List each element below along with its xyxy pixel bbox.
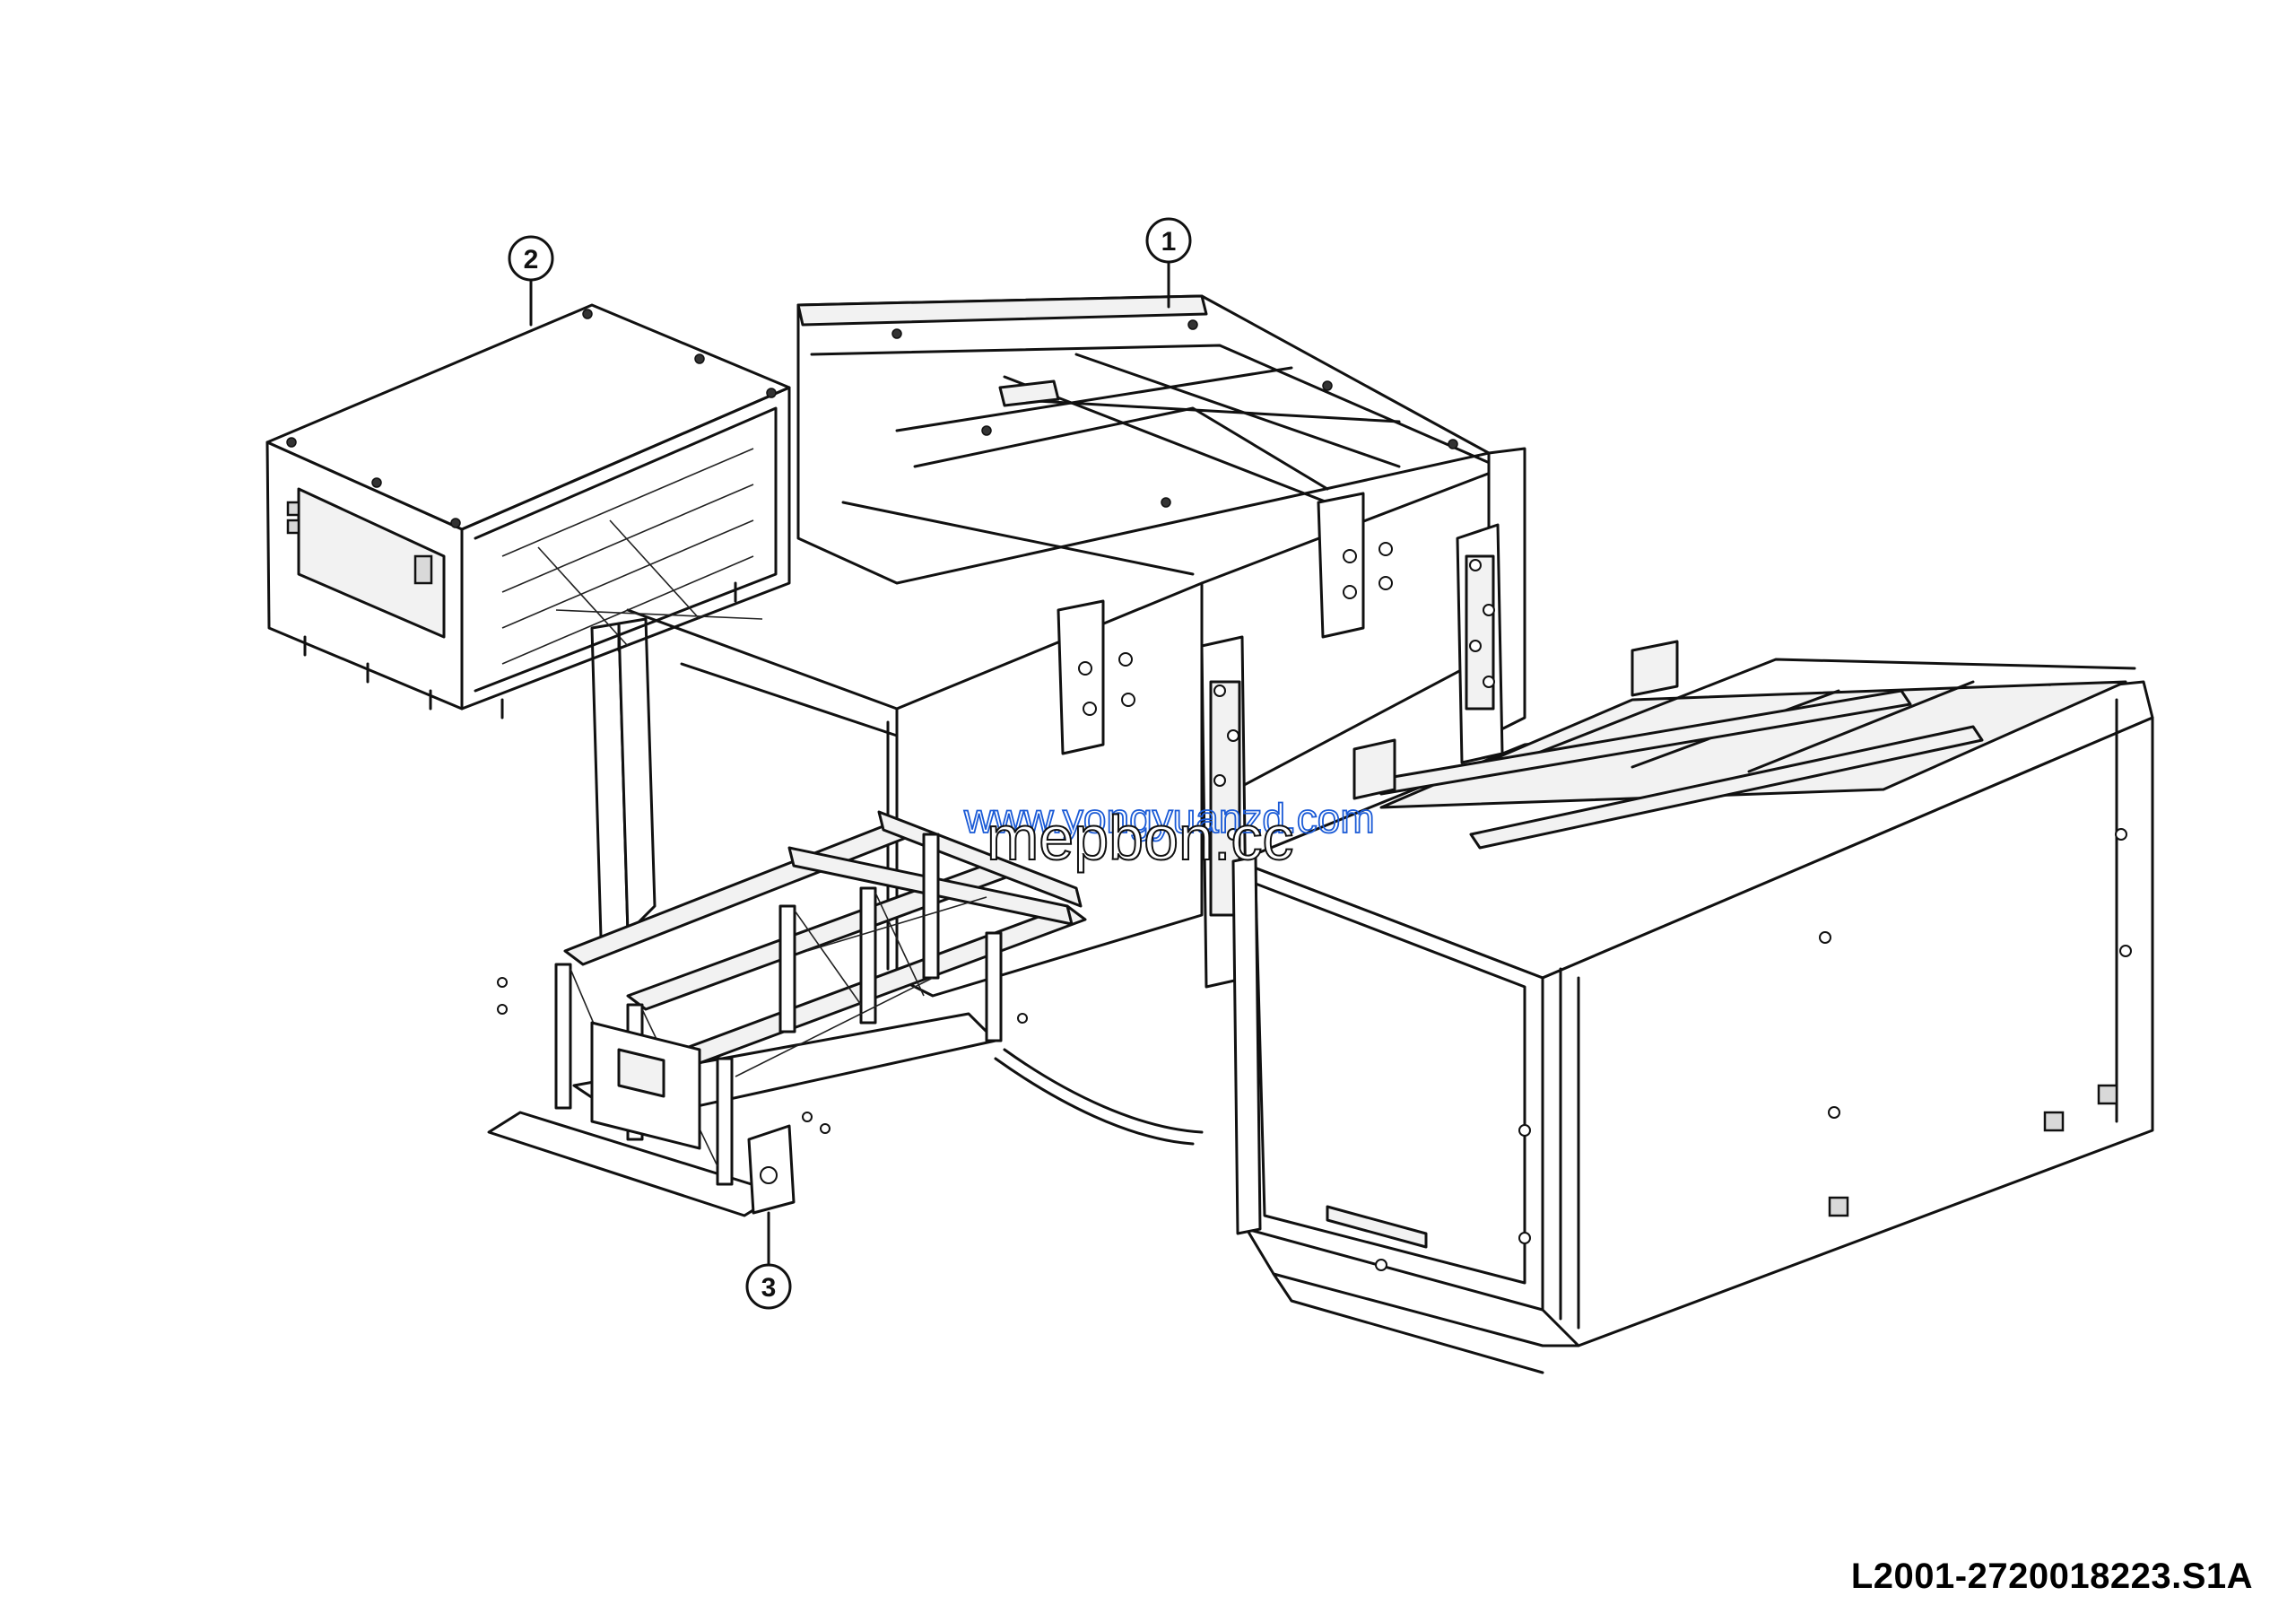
callout-3: 3 <box>745 1263 792 1310</box>
callout-1: 1 <box>1145 217 1192 264</box>
upright-bracket <box>1057 599 1105 755</box>
main-frame-assembly <box>590 260 1526 998</box>
upright-bracket <box>1317 492 1365 639</box>
watermark: www.yongyuanzd.com mepbon.cc <box>962 794 1375 874</box>
callout-1-label: 1 <box>1161 227 1177 257</box>
drawing-code: L2001-2720018223.S1A <box>1850 1557 2253 1596</box>
lower-tray-assembly <box>487 810 1204 1267</box>
right-battery-box <box>1231 640 2154 1374</box>
callout-2: 2 <box>508 235 554 282</box>
watermark-upper: www.yongyuanzd.com <box>963 795 1375 842</box>
callout-3-label: 3 <box>761 1273 777 1303</box>
callout-2-label: 2 <box>524 245 539 275</box>
watermark-lower: mepbon.cc <box>987 803 1293 873</box>
top-module-box <box>265 278 791 719</box>
